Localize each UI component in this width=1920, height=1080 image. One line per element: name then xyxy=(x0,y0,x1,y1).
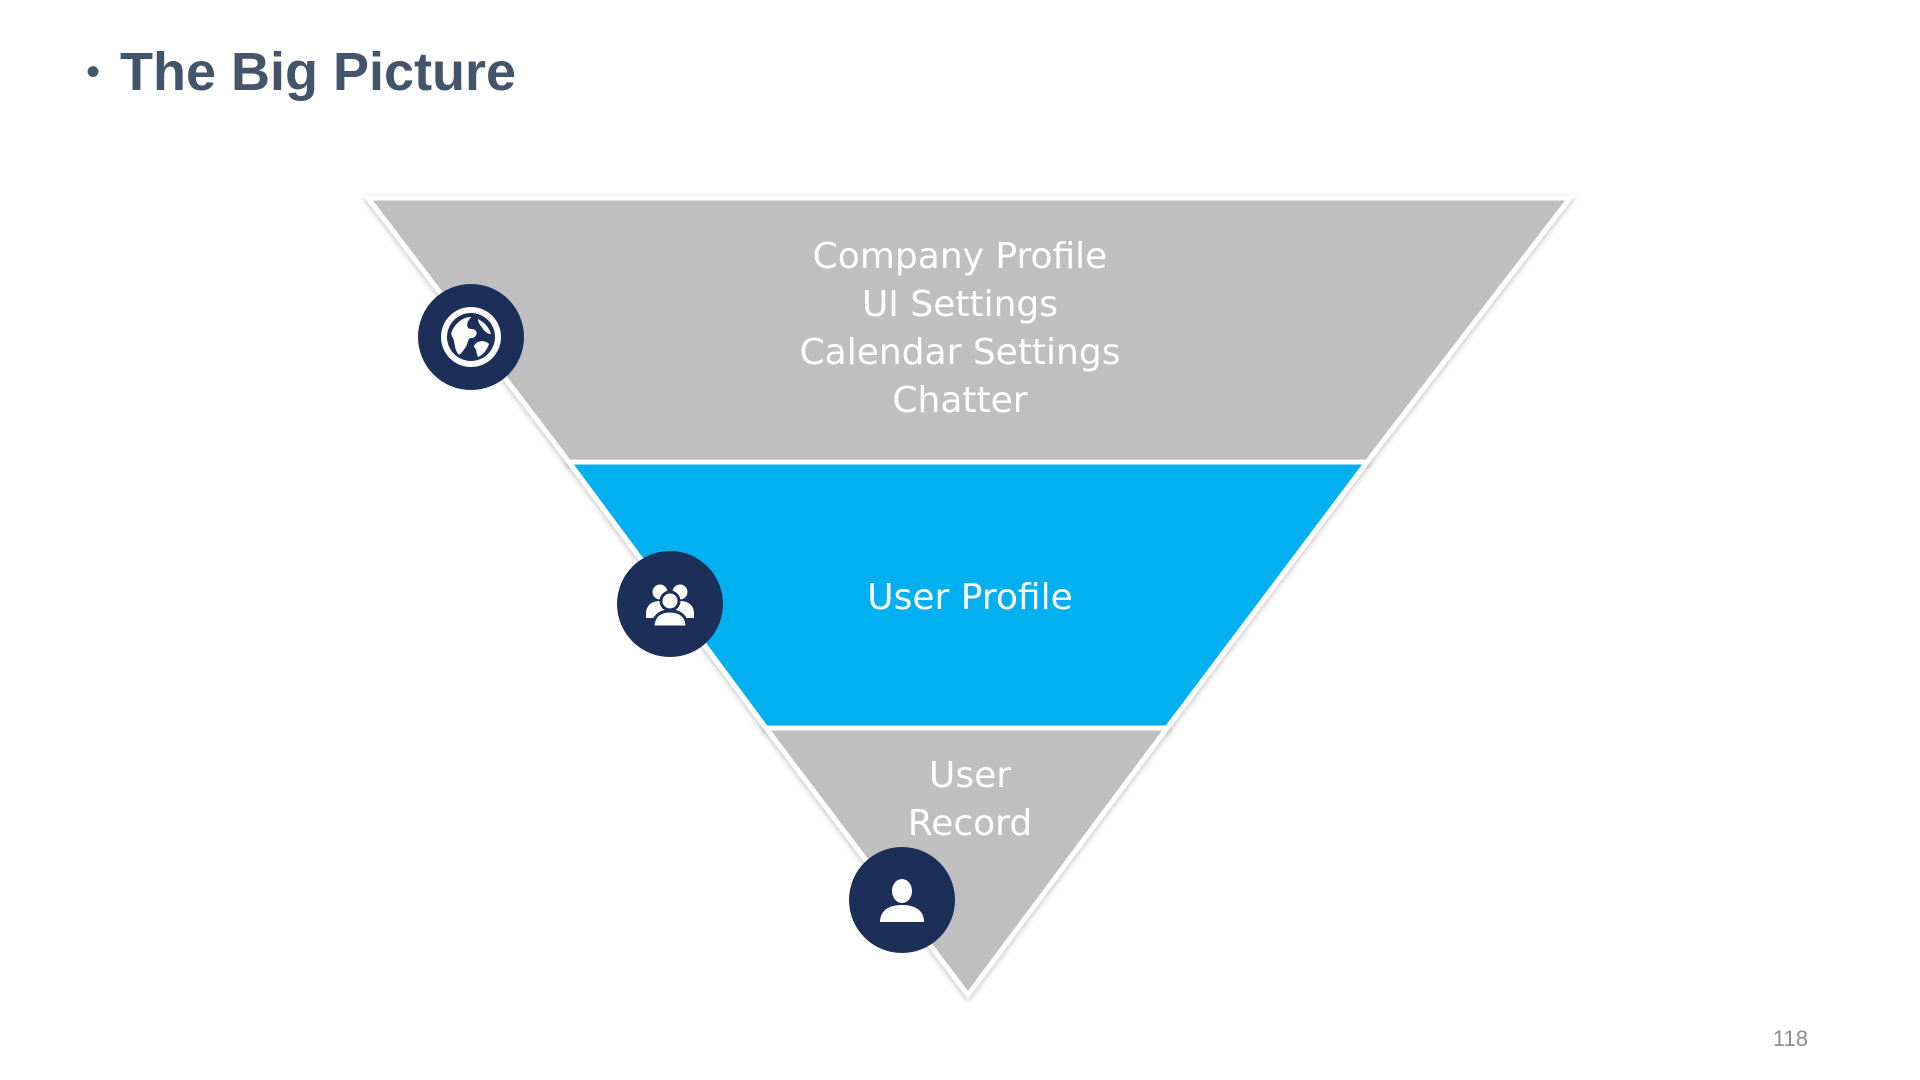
tier-top-line: Chatter xyxy=(892,380,1028,421)
tier-top-label: Company Profile UI Settings Calendar Set… xyxy=(760,233,1160,425)
tier-bottom-label: User Record xyxy=(870,752,1070,848)
title-row: • The Big Picture xyxy=(86,40,516,105)
tier-top-line: UI Settings xyxy=(861,284,1059,325)
tier-top-line: Calendar Settings xyxy=(799,332,1121,373)
tier-middle-label: User Profile xyxy=(770,574,1170,622)
tier-middle-line: User Profile xyxy=(867,577,1073,618)
users-group-icon xyxy=(617,551,723,657)
tier-bottom-line: Record xyxy=(907,803,1033,844)
user-icon xyxy=(849,847,955,953)
tier-bottom-line: User xyxy=(928,755,1012,796)
globe-icon xyxy=(418,284,524,390)
page-number: 118 xyxy=(1772,1026,1808,1051)
title-bullet: • xyxy=(86,50,101,95)
tier-top-line: Company Profile xyxy=(812,236,1108,277)
slide-title: The Big Picture xyxy=(120,42,517,102)
